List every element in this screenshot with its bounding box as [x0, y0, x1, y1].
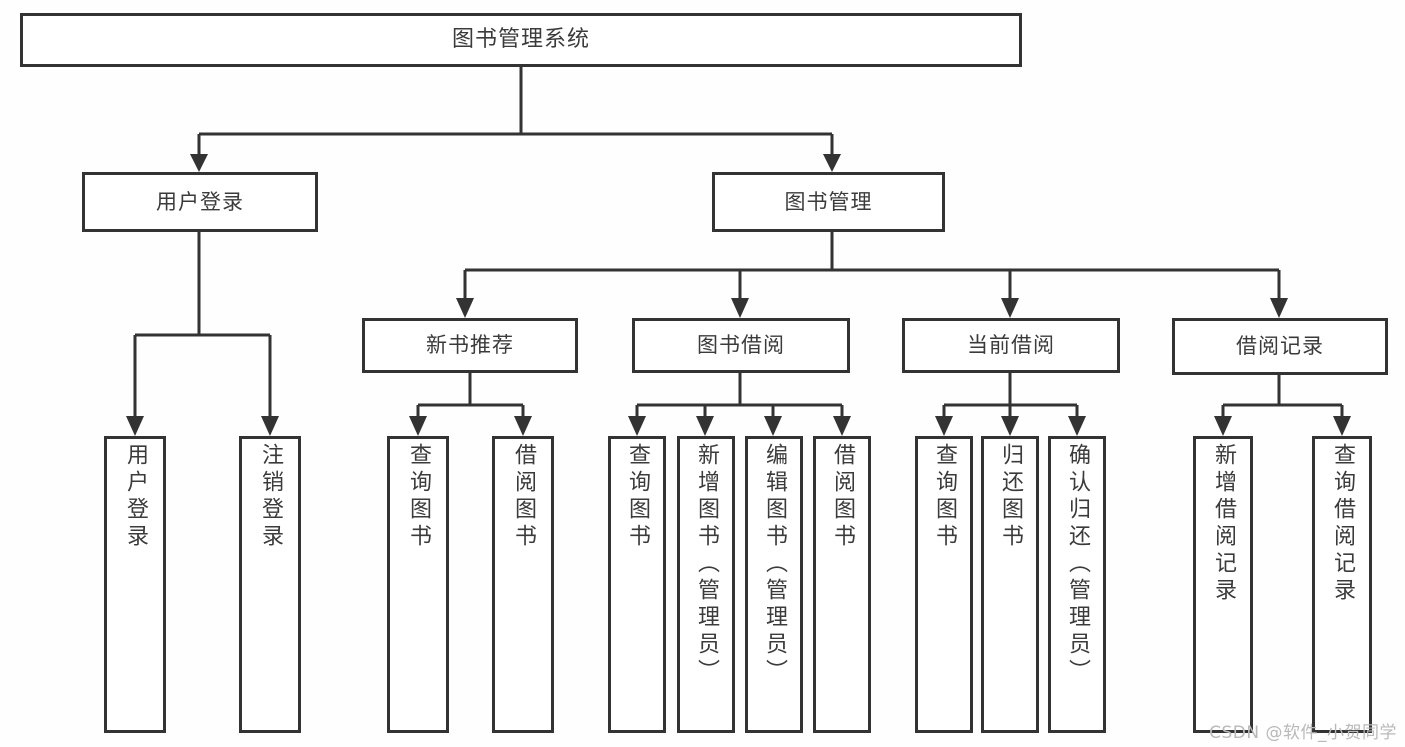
arrow-cb-c1 — [935, 416, 953, 436]
arrow-bb-c1 — [628, 416, 646, 436]
leaf-label: 查询借阅记录 — [1330, 443, 1355, 605]
leaf-book-borrow-add[interactable]: 新增图书（管理员） — [677, 436, 735, 733]
arrow-bb-c4 — [833, 416, 851, 436]
node-root[interactable]: 图书管理系统 — [20, 13, 1022, 67]
arrow-cb-c2 — [1001, 416, 1019, 436]
node-user-login-label: 用户登录 — [156, 189, 244, 214]
arrow-ul-c1 — [126, 416, 144, 436]
node-current-borrow-label: 当前借阅 — [967, 333, 1055, 358]
node-book-borrow[interactable]: 图书借阅 — [632, 318, 850, 373]
arrow-cb-c3 — [1068, 416, 1086, 436]
node-root-label: 图书管理系统 — [451, 27, 590, 53]
leaf-book-borrow-borrow[interactable]: 借阅图书 — [813, 436, 871, 733]
leaf-label: 新增图书（管理员） — [694, 443, 719, 686]
node-borrow-record-label: 借阅记录 — [1236, 334, 1324, 359]
leaf-book-borrow-query[interactable]: 查询图书 — [608, 436, 666, 733]
leaf-label: 注销登录 — [258, 443, 283, 551]
node-new-book-recommend[interactable]: 新书推荐 — [362, 318, 578, 373]
arrow-user-login — [190, 154, 208, 172]
leaf-label: 查询图书 — [406, 443, 431, 551]
leaf-label: 确认归还（管理员） — [1065, 443, 1090, 686]
leaf-label: 查询图书 — [932, 443, 957, 551]
node-new-book-recommend-label: 新书推荐 — [426, 333, 514, 358]
arrow-bb-c2 — [696, 416, 714, 436]
leaf-current-borrow-confirm[interactable]: 确认归还（管理员） — [1048, 436, 1106, 733]
arrow-br-c2 — [1333, 416, 1351, 436]
arrow-new-book — [456, 298, 474, 318]
node-book-management[interactable]: 图书管理 — [712, 172, 945, 232]
arrow-current-borrow — [1001, 298, 1019, 318]
leaf-label: 借阅图书 — [511, 443, 536, 551]
leaf-current-borrow-query[interactable]: 查询图书 — [915, 436, 973, 733]
arrow-nb-c1 — [409, 416, 427, 436]
arrow-book-borrow — [731, 298, 749, 318]
leaf-book-borrow-edit[interactable]: 编辑图书（管理员） — [745, 436, 803, 733]
arrow-bb-c3 — [764, 416, 782, 436]
leaf-user-login-login[interactable]: 用户登录 — [104, 436, 166, 733]
leaf-label: 新增借阅记录 — [1211, 443, 1236, 605]
arrow-nb-c2 — [514, 416, 532, 436]
arrow-borrow-record — [1270, 298, 1288, 318]
leaf-current-borrow-return[interactable]: 归还图书 — [981, 436, 1039, 733]
leaf-label: 借阅图书 — [830, 443, 855, 551]
leaf-label: 用户登录 — [123, 443, 148, 551]
arrow-br-c1 — [1214, 416, 1232, 436]
leaf-new-book-query[interactable]: 查询图书 — [387, 436, 449, 733]
leaf-label: 查询图书 — [625, 443, 650, 551]
leaf-borrow-record-query[interactable]: 查询借阅记录 — [1312, 436, 1372, 733]
node-borrow-record[interactable]: 借阅记录 — [1172, 318, 1388, 375]
leaf-label: 编辑图书（管理员） — [762, 443, 787, 686]
arrow-ul-c2 — [261, 416, 279, 436]
leaf-borrow-record-add[interactable]: 新增借阅记录 — [1193, 436, 1253, 733]
node-book-management-label: 图书管理 — [784, 189, 873, 214]
leaf-new-book-borrow[interactable]: 借阅图书 — [492, 436, 554, 733]
node-book-borrow-label: 图书借阅 — [697, 333, 785, 358]
arrow-book-mgmt — [823, 154, 841, 172]
node-user-login[interactable]: 用户登录 — [82, 172, 318, 232]
node-current-borrow[interactable]: 当前借阅 — [902, 318, 1120, 373]
leaf-user-login-logout[interactable]: 注销登录 — [239, 436, 301, 733]
leaf-label: 归还图书 — [998, 443, 1023, 551]
watermark: CSDN @软件_小贺同学 — [1209, 723, 1397, 743]
